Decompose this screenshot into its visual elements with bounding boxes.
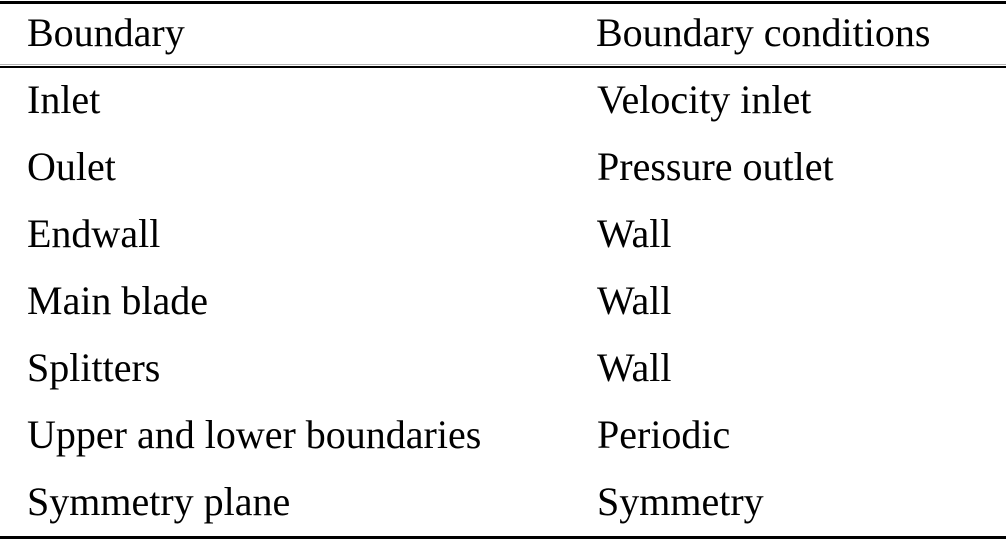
- table-row: Endwall Wall: [0, 200, 1006, 267]
- cell-condition: Pressure outlet: [597, 143, 834, 189]
- table-row: Symmetry plane Symmetry: [0, 468, 1006, 536]
- cell-boundary: Symmetry plane: [27, 479, 291, 524]
- table-header-rule: [0, 66, 1006, 68]
- table-top-rule: [0, 1, 1006, 4]
- table-body: Inlet Velocity inlet Oulet Pressure outl…: [0, 66, 1006, 536]
- table-row: Inlet Velocity inlet: [0, 66, 1006, 133]
- cell-condition: Symmetry: [597, 479, 764, 524]
- table-header-row: Boundary Boundary conditions: [0, 0, 1006, 66]
- cell-condition: Wall: [597, 277, 672, 323]
- cell-condition: Wall: [597, 210, 672, 256]
- cell-boundary: Inlet: [27, 76, 101, 122]
- table-row: Oulet Pressure outlet: [0, 133, 1006, 200]
- cell-boundary: Main blade: [27, 277, 209, 323]
- table-header-rule-hairline: [0, 64, 1006, 65]
- table-row: Splitters Wall: [0, 334, 1006, 401]
- table-bottom-rule: [0, 536, 1006, 539]
- cell-condition: Periodic: [597, 411, 731, 457]
- cell-boundary: Endwall: [27, 210, 161, 256]
- cell-condition: Velocity inlet: [597, 76, 812, 122]
- column-header-boundary-conditions: Boundary conditions: [596, 10, 931, 55]
- table-row: Main blade Wall: [0, 267, 1006, 334]
- column-header-boundary: Boundary: [27, 10, 185, 55]
- table-header: Boundary Boundary conditions: [0, 0, 1006, 66]
- cell-boundary: Upper and lower boundaries: [27, 411, 482, 457]
- cell-condition: Wall: [597, 344, 672, 390]
- table-row: Upper and lower boundaries Periodic: [0, 401, 1006, 468]
- cell-boundary: Oulet: [27, 143, 116, 189]
- cell-boundary: Splitters: [27, 344, 161, 390]
